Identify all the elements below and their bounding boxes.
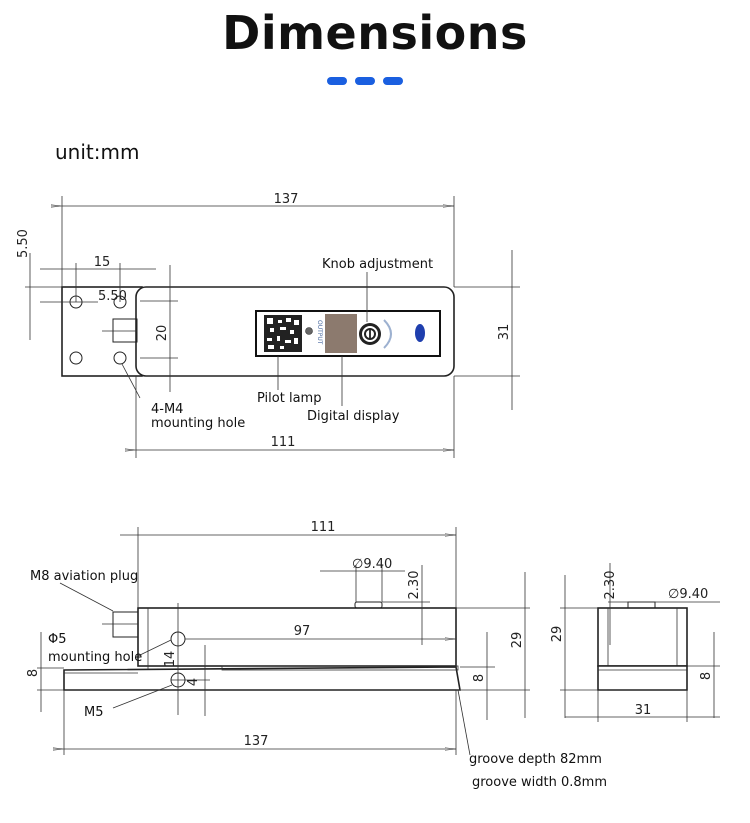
side-view: 111 ∅9.40 2.30 97 29 8 14 4 8 xyxy=(26,520,607,790)
mounting-hole xyxy=(113,351,127,365)
brand-badge xyxy=(415,324,425,342)
dim-hole-spacing: 20 xyxy=(155,325,170,342)
mounting-hole xyxy=(69,351,83,365)
dim-hole-offset-y: 5.50 xyxy=(16,229,31,258)
dim-overall-length: 137 xyxy=(274,192,299,207)
knob-icon xyxy=(359,323,381,345)
dim-end-knob-diameter: ∅9.40 xyxy=(668,587,708,602)
callout-mounting-hole-type: 4-M4 xyxy=(151,402,183,417)
plug-stub xyxy=(112,318,138,343)
unit-label: unit:mm xyxy=(55,140,140,164)
dim-side-height: 29 xyxy=(510,632,525,649)
dim-side-knob-height: 2.30 xyxy=(407,571,422,600)
side-body xyxy=(137,607,457,667)
title-underline xyxy=(327,77,403,85)
dim-end-height: 29 xyxy=(550,626,565,643)
underline-dash xyxy=(383,77,403,85)
output-label: OUTPUT xyxy=(316,320,323,345)
mounting-plate xyxy=(61,286,143,377)
callout-phi-hole-size: Φ5 xyxy=(48,632,67,647)
top-view: OUTPUT 137 15 5.50 5.50 20 xyxy=(16,192,520,458)
dim-end-width: 31 xyxy=(635,703,652,718)
dim-body-length: 111 xyxy=(271,435,296,450)
dim-hole-pitch-x: 15 xyxy=(94,255,111,270)
callout-aviation-plug: M8 aviation plug xyxy=(30,569,138,584)
callout-m5: M5 xyxy=(84,705,104,720)
dim-inner-length: 97 xyxy=(294,624,311,639)
end-body xyxy=(597,607,688,667)
groove xyxy=(221,665,459,671)
end-knob xyxy=(627,601,656,609)
dim-side-base-height: 8 xyxy=(472,674,487,682)
callout-knob-adjustment: Knob adjustment xyxy=(322,257,433,272)
callout-groove-depth: groove depth 82mm xyxy=(469,752,602,767)
qr-code xyxy=(264,315,302,352)
underline-dash xyxy=(327,77,347,85)
dim-hole-offset-x: 5.50 xyxy=(98,289,127,304)
callout-phi-mounting-hole: mounting hole xyxy=(48,650,142,665)
callout-digital-display: Digital display xyxy=(307,409,400,424)
dim-height: 31 xyxy=(497,324,512,341)
dim-end-knob-height: 2.30 xyxy=(603,571,618,600)
aviation-plug xyxy=(112,611,139,638)
underline-dash xyxy=(355,77,375,85)
dim-left-base-height: 8 xyxy=(26,669,41,677)
dim-side-body-length: 111 xyxy=(311,520,336,535)
callout-groove-width: groove width 0.8mm xyxy=(472,775,607,790)
digital-display xyxy=(325,314,357,353)
dim-side-knob-diameter: ∅9.40 xyxy=(352,557,392,572)
callout-mounting-hole: mounting hole xyxy=(151,416,245,431)
page-title: Dimensions xyxy=(222,6,528,60)
dim-end-base-height: 8 xyxy=(699,672,714,680)
dim-side-overall-length: 137 xyxy=(244,734,269,749)
pilot-lamp-icon xyxy=(305,327,313,335)
end-view: 2.30 ∅9.40 29 8 31 xyxy=(550,563,720,722)
dim-hole-spacing-side: 14 xyxy=(163,651,178,668)
side-base xyxy=(63,666,461,691)
callout-pilot-lamp: Pilot lamp xyxy=(257,391,321,406)
dim-hole-offset-side: 4 xyxy=(186,678,201,686)
side-knob xyxy=(354,601,383,609)
